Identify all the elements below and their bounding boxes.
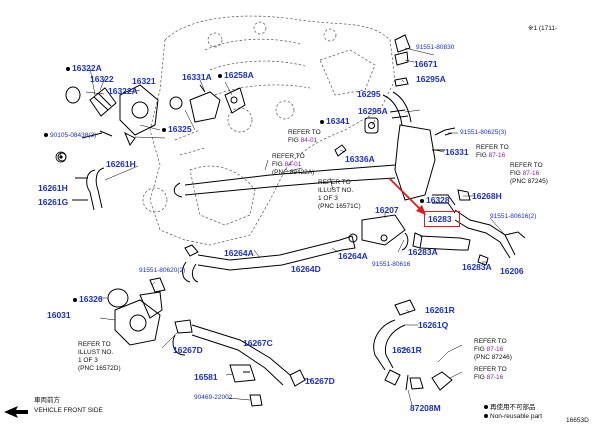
part-number-nonreusable[interactable]: 16326 [73,295,103,304]
nonreusable-icon [73,297,77,302]
part-number-nonreusable[interactable]: 16341 [320,117,350,126]
circle-ref-marks [55,151,67,163]
red-pointer-arrow [388,177,426,215]
part-number[interactable]: 16264A [338,251,368,261]
part-number[interactable]: 16336A [345,154,375,164]
highlight-box [424,211,460,227]
nonreusable-icon [44,133,48,138]
part-number[interactable]: 16295A [416,74,446,84]
diagram-id: 16653D [566,417,589,424]
part-number[interactable]: 91551-80620(2) [139,267,186,274]
part-number[interactable]: 90469-22002 [194,394,233,401]
nonreusable-icon [66,66,70,71]
part-number[interactable]: 16267D [305,376,335,386]
nonreusable-icon [484,405,488,410]
leader-lines [85,47,506,406]
part-number[interactable]: 16261H [106,159,136,169]
part-number[interactable]: 91551-80616(2) [490,213,537,220]
legend-reuse-en: Non-reusable part [484,413,542,421]
part-number[interactable]: 87208M [410,403,441,413]
part-number-nonreusable[interactable]: 16325 [162,125,192,134]
nonreusable-icon [162,127,166,132]
front-label-jp: 車両前方 [34,397,60,404]
part-number[interactable]: 16322 [90,74,114,84]
nonreusable-icon [420,198,424,203]
part-number[interactable]: 16268H [472,191,502,201]
part-number[interactable]: 16261Q [418,320,449,330]
legend-reuse-jp: 再使用不可部品 [484,404,536,412]
part-number-nonreusable[interactable]: 90105-08438(3) [44,132,96,140]
nonreusable-icon [484,414,488,419]
part-number[interactable]: 16283A [408,247,438,257]
nonreusable-icon [218,73,222,78]
part-number[interactable]: 16264A [224,248,254,258]
part-number-nonreusable[interactable]: 16328 [420,196,450,205]
part-number[interactable]: 16261R [425,305,455,315]
part-number[interactable]: 91551-80616 [372,261,411,268]
circle-ref-label: 1 [59,153,63,159]
part-number[interactable]: 16207 [375,205,399,215]
part-number-nonreusable[interactable]: 16322A [66,64,102,73]
part-number[interactable]: 16267C [243,338,273,348]
part-number[interactable]: 16261H [38,183,68,193]
nonreusable-icon [320,119,324,124]
part-number[interactable]: 16295A [358,106,388,116]
part-number[interactable]: 16261G [38,197,69,207]
parts-line-art [57,34,526,407]
part-number[interactable]: 16671 [414,59,438,69]
engine-block-outline [142,15,396,246]
front-arrow-icon [4,406,28,418]
part-number[interactable]: 16283A [462,262,492,272]
part-number[interactable]: 16031 [47,310,71,320]
front-label-en: VEHICLE FRONT SIDE [34,407,103,414]
part-number-nonreusable[interactable]: 16258A [218,71,254,80]
part-number[interactable]: 91551-80625(3) [460,129,507,136]
part-number[interactable]: 16264D [291,264,321,274]
diagram-code: ※1 (1711- [528,25,558,32]
part-number[interactable]: 16321 [132,76,156,86]
part-number[interactable]: 16206 [500,266,524,276]
part-number[interactable]: 16261R [392,345,422,355]
part-number[interactable]: 16295 [357,89,381,99]
part-number[interactable]: 16331A [182,72,212,82]
part-number[interactable]: 16267D [173,345,203,355]
part-number[interactable]: 16322A [108,86,138,96]
part-number[interactable]: 16331 [445,147,469,157]
part-number[interactable]: 16581 [194,372,218,382]
part-number-highlighted[interactable]: 16283 [428,214,452,224]
part-number[interactable]: 91551-80830 [416,44,455,51]
